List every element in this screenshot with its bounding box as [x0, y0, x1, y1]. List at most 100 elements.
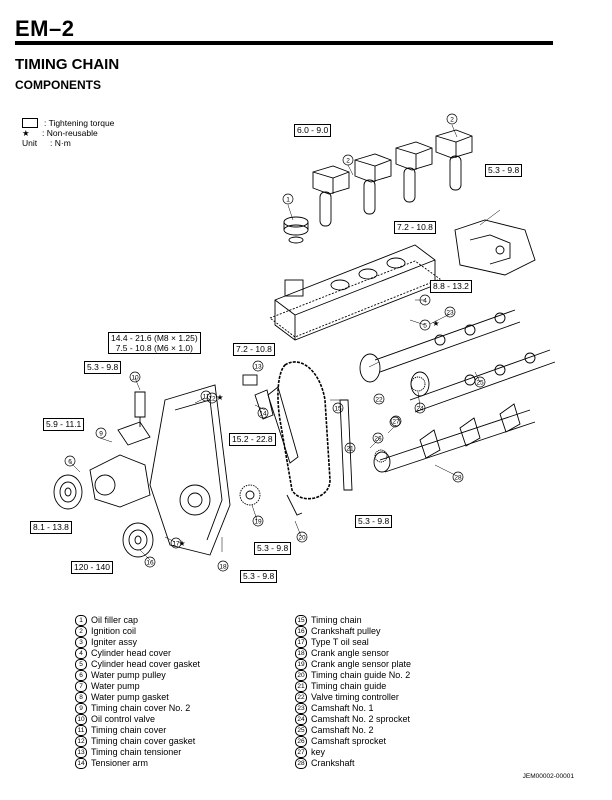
torque-callout: 8.8 - 13.2 — [430, 280, 472, 293]
legend-nonreusable: ★ : Non-reusable — [22, 128, 114, 138]
torque-callout-m8: 14.4 - 21.6 (M8 × 1.25) — [111, 333, 198, 343]
svg-text:6: 6 — [68, 459, 72, 466]
svg-text:27: 27 — [392, 419, 400, 426]
svg-text:★: ★ — [178, 539, 185, 548]
svg-text:21: 21 — [346, 446, 354, 453]
legend-unit-key: Unit — [22, 138, 38, 148]
oil-control-valve-icon — [134, 391, 146, 427]
legend-unit-value: : N·m — [50, 138, 71, 148]
svg-text:25: 25 — [476, 380, 484, 387]
oil-filler-cap-icon — [283, 216, 309, 244]
torque-callout: 5.3 - 9.8 — [84, 361, 122, 374]
timing-chain-guide-icon — [267, 386, 353, 516]
svg-text:20: 20 — [298, 535, 306, 542]
svg-text:★: ★ — [216, 393, 223, 402]
svg-text:★: ★ — [432, 319, 439, 328]
page-code: EM–2 — [15, 16, 75, 41]
svg-text:23: 23 — [446, 310, 454, 317]
svg-text:9: 9 — [99, 431, 103, 438]
svg-text:1: 1 — [286, 197, 290, 204]
svg-text:15: 15 — [334, 406, 342, 413]
document-code: JEM00002-00001 — [522, 773, 574, 780]
torque-callout: 5.3 - 9.8 — [355, 515, 393, 528]
timing-chain-tensioner-icon — [242, 374, 274, 420]
water-pump-pulley-icon — [53, 474, 83, 510]
igniter-assy-icon — [454, 219, 536, 276]
svg-text:10: 10 — [131, 375, 139, 382]
torque-callout-m6: 7.5 - 10.8 (M6 × 1.0) — [115, 343, 193, 353]
crankshaft-pulley-icon — [122, 522, 154, 558]
header-rule — [15, 41, 553, 45]
torque-callout-dual: 14.4 - 21.6 (M8 × 1.25) 7.5 - 10.8 (M6 ×… — [108, 332, 201, 354]
torque-callout: 7.2 - 10.8 — [394, 221, 436, 234]
timing-chain-cover-icon — [149, 384, 231, 556]
svg-text:22: 22 — [375, 397, 383, 404]
torque-callout: 120 - 140 — [71, 561, 113, 574]
svg-text:4: 4 — [423, 298, 427, 305]
star-icon: ★ — [22, 128, 30, 138]
svg-text:18: 18 — [219, 564, 227, 571]
svg-text:26: 26 — [374, 436, 382, 443]
svg-text:2: 2 — [346, 158, 350, 165]
svg-text:5: 5 — [423, 323, 427, 330]
torque-callout: 5.3 - 9.8 — [485, 164, 523, 177]
ignition-coil-icon — [312, 129, 473, 227]
torque-callout: 15.2 - 22.8 — [229, 433, 276, 446]
timing-chain-icon — [277, 361, 331, 500]
svg-text:12: 12 — [208, 396, 216, 403]
legend: : Tightening torque ★ : Non-reusable Uni… — [22, 118, 114, 148]
torque-callout: 6.0 - 9.0 — [294, 124, 332, 137]
svg-text:24: 24 — [416, 406, 424, 413]
torque-callout: 5.3 - 9.8 — [254, 542, 292, 555]
svg-text:19: 19 — [254, 519, 262, 526]
svg-text:11: 11 — [203, 394, 210, 401]
section-subtitle: COMPONENTS — [15, 78, 102, 92]
torque-callout: 5.9 - 11.1 — [43, 418, 85, 431]
water-pump-icon — [89, 454, 151, 508]
legend-torque: : Tightening torque — [22, 118, 114, 128]
svg-text:14: 14 — [259, 411, 267, 418]
torque-callout: 5.3 - 9.8 — [240, 570, 278, 583]
crank-angle-sensor-plate-icon — [239, 484, 261, 506]
legend-torque-label: : Tightening torque — [44, 118, 115, 128]
crankshaft-icon — [373, 403, 536, 473]
sprocket-icon — [374, 376, 426, 463]
svg-text:2: 2 — [450, 117, 454, 124]
legend-nonreusable-label: : Non-reusable — [42, 128, 98, 138]
section-title: TIMING CHAIN — [15, 56, 120, 73]
camshaft-icon — [359, 309, 556, 413]
svg-text:17: 17 — [172, 541, 180, 548]
svg-text:16: 16 — [146, 560, 154, 567]
torque-box-icon — [22, 118, 38, 128]
